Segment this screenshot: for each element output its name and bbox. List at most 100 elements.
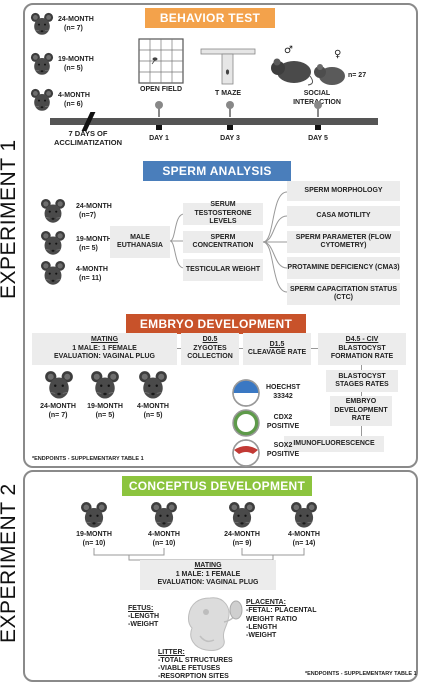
d45-box: D4.5 - CIV BLASTOCYST FORMATION RATE (318, 333, 406, 365)
mouse-icon (290, 501, 318, 529)
embryo-development-banner: EMBRYO DEVELOPMENT (126, 314, 306, 334)
mouse-icon (30, 88, 54, 112)
male-mouse-icon (271, 58, 314, 86)
behavior-group-3-n: (n= 6) (64, 101, 83, 108)
stain-cdx2: CDX2 POSITIVE (266, 414, 300, 430)
placenta-title: PLACENTA: (246, 599, 286, 606)
behavior-group-3-age: 4-MONTH (58, 92, 90, 99)
d15-title: D1.5 (269, 340, 285, 348)
experiment-2-label: EXPERIMENT 2 (0, 483, 20, 643)
mouse-icon (30, 12, 54, 36)
endpoints-note-2: *ENDPOINTS - SUPPLEMENTARY TABLE 1 (305, 671, 417, 677)
blastocyst-green-icon (232, 409, 260, 437)
embryo-group-2: 19-MONTH(n= 5) (87, 403, 123, 419)
mouse-icon (80, 501, 108, 529)
sperm-group-1-age: 24-MONTH (76, 203, 112, 210)
day5-marker (315, 125, 321, 130)
mouse-icon (30, 52, 54, 76)
placenta-weight: -WEIGHT (246, 632, 277, 639)
arrow-stages-embryo (361, 392, 362, 396)
testicular-weight-box: TESTICULAR WEIGHT (183, 259, 263, 281)
behavior-group-1-n: (n= 7) (64, 25, 83, 32)
mating-box: MATING 1 MALE: 1 FEMALE EVALUATION: VAGI… (32, 333, 177, 365)
mouse-icon (44, 370, 74, 400)
conceptus-mating-eval: EVALUATION: VAGINAL PLUG (157, 579, 259, 587)
d15-box: D1.5 CLEAVAGE RATE (243, 333, 311, 365)
sperm-right-connectors (262, 191, 288, 293)
litter-viable: -VIABLE FETUSES (158, 665, 221, 672)
open-field-grid-icon (138, 38, 184, 84)
male-symbol: ♂ (284, 45, 293, 56)
t-maze-icon (200, 48, 256, 85)
endpoints-note-1: *ENDPOINTS - SUPPLEMENTARY TABLE 1 (32, 456, 144, 462)
behavior-group-2-n: (n= 5) (64, 65, 83, 72)
mouse-icon (40, 230, 66, 256)
timeline-tick-day1 (158, 105, 160, 117)
acclimatization-label: 7 DAYS OF ACCLIMATIZATION (53, 129, 123, 147)
mating-ratio: 1 MALE: 1 FEMALE (72, 344, 137, 352)
sperm-group-2-age: 19-MONTH (76, 236, 112, 243)
sperm-left-connectors (169, 213, 185, 269)
sperm-morphology-box: SPERM MORPHOLOGY (287, 181, 400, 201)
timeline-dot-day1 (155, 101, 163, 109)
d45-title: D4.5 - CIV (345, 336, 379, 344)
day-5-label: DAY 5 (308, 135, 328, 142)
placenta-length: -LENGTH (246, 624, 278, 631)
sperm-analysis-banner: SPERM ANALYSIS (143, 161, 291, 181)
social-n: n= 27 (348, 72, 367, 79)
arrow-d45-stages (361, 365, 362, 370)
fetus-length: -LENGTH (128, 613, 160, 620)
behavior-group-1-age: 24-MONTH (58, 16, 94, 23)
conceptus-development-banner: CONCEPTUS DEVELOPMENT (122, 476, 312, 496)
timeline-tick-day3 (229, 105, 231, 117)
conceptus-group-4: 4-MONTH(n= 14) (288, 531, 320, 547)
embryo-group-1: 24-MONTH(n= 7) (40, 403, 76, 419)
male-euthanasia-box: MALE EUTHANASIA (110, 226, 170, 258)
mouse-icon (228, 501, 256, 529)
arrow-mating-d05 (177, 348, 181, 349)
sperm-group-3-age: 4-MONTH (76, 266, 108, 273)
mouse-icon (138, 370, 168, 400)
fetus-icon (188, 597, 243, 651)
protamine-box: PROTAMINE DEFICIENCY (CMA3) (287, 257, 400, 279)
day3-marker (227, 125, 233, 130)
serum-testosterone-box: SERUM TESTOSTERONE LEVELS (183, 201, 263, 225)
mating-eval: EVALUATION: VAGINAL PLUG (54, 353, 155, 361)
day-1-label: DAY 1 (149, 135, 169, 142)
blastocyst-red-icon (232, 439, 260, 467)
stain-hoechst: HOECHST 33342 (266, 384, 301, 400)
blastocyst-stages-box: BLASTOCYST STAGES RATES (326, 370, 398, 392)
d15-text: CLEAVAGE RATE (247, 349, 307, 356)
placenta-ratio: -FETAL: PLACENTAL WEIGHT RATIO (246, 607, 317, 623)
fetus-title: FETUS: (128, 605, 154, 612)
mouse-icon (150, 501, 178, 529)
litter-resorption: -RESORPTION SITES (158, 673, 229, 680)
d05-title: D0.5 (202, 336, 218, 344)
d05-text: ZYGOTES COLLECTION (187, 344, 233, 361)
conceptus-mating-title: MATING (194, 562, 222, 570)
timeline-bar (50, 118, 378, 125)
embryo-development-rate-box: EMBRYO DEVELOPMENT RATE (330, 396, 392, 426)
female-mouse-icon (314, 64, 345, 85)
mouse-icon (40, 198, 66, 224)
sperm-group-2-n: (n= 5) (79, 245, 98, 252)
conceptus-group-3: 24-MONTH(n= 9) (224, 531, 260, 547)
imunofluorescence-box: IMUNOFLUORESCENCE (284, 436, 384, 452)
test-t-maze: T MAZE (214, 90, 242, 97)
behavior-test-banner: BEHAVIOR TEST (145, 8, 275, 28)
stain-sox2: SOX2 POSITIVE (266, 442, 300, 458)
day1-marker (156, 125, 162, 130)
mating-title: MATING (90, 336, 119, 344)
casa-motility-box: CASA MOTILITY (287, 206, 400, 226)
timeline-tick-day5 (317, 105, 319, 117)
flow-cytometry-box: SPERM PARAMETER (FLOW CYTOMETRY) (287, 231, 400, 253)
sperm-group-1-n: (n=7) (79, 212, 96, 219)
litter-title: LITTER: (158, 649, 185, 656)
conceptus-group-2: 4-MONTH(n= 10) (148, 531, 180, 547)
sperm-group-3-n: (n= 11) (79, 275, 102, 282)
blastocyst-blue-icon (232, 379, 260, 407)
d05-box: D0.5 ZYGOTES COLLECTION (181, 333, 239, 365)
experiment-1-label: EXPERIMENT 1 (0, 139, 20, 299)
mouse-icon (40, 260, 66, 286)
test-open-field: OPEN FIELD (140, 86, 183, 93)
